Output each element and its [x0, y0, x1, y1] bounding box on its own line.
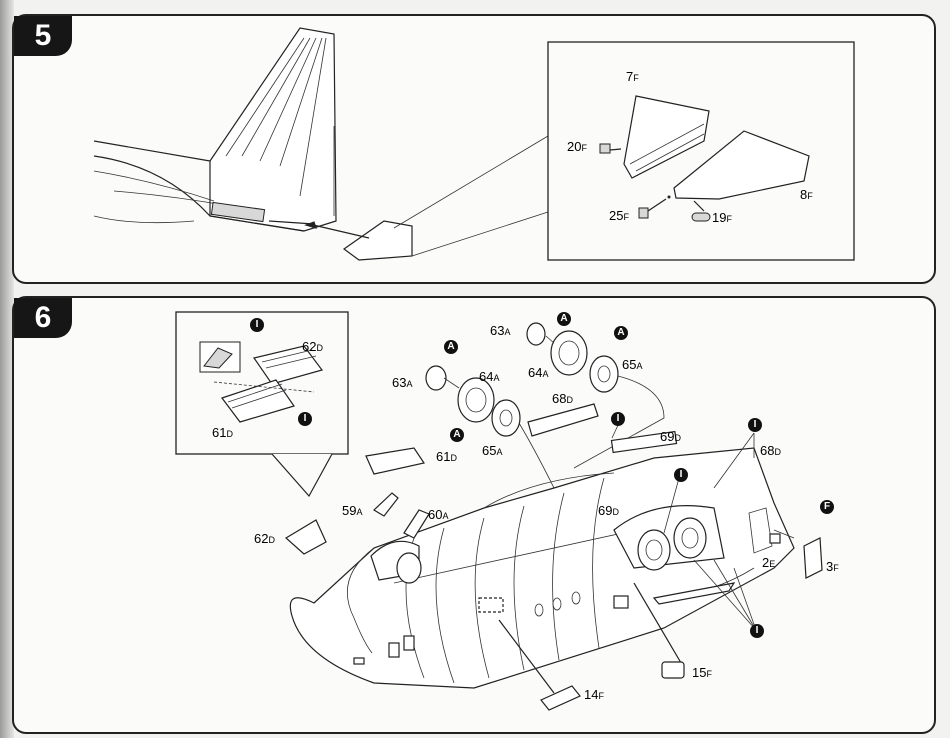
part-label-19f: 19F: [712, 209, 732, 227]
part-20f-shape: [600, 144, 610, 153]
part-14f-shape: [541, 686, 580, 710]
part-59a-shape: [374, 493, 398, 516]
part-label-15f: 15F: [692, 664, 712, 682]
part-label-8f: 8F: [800, 186, 813, 204]
step-5-inset-box: [548, 42, 854, 260]
part-label-68d-mid: 68D: [552, 390, 573, 408]
step-6-inset-box: [176, 312, 348, 454]
panel-62d-main-shape: [286, 520, 326, 554]
panel-61d-main-shape: [366, 448, 424, 474]
part-label-63a-left: 63A: [392, 374, 412, 392]
callout-i-mid: I: [674, 468, 688, 482]
part-label-64a-left: 64A: [479, 368, 499, 386]
part-label-69d-top: 69D: [660, 428, 681, 446]
cowling-68d-shape: [528, 404, 598, 436]
engine-parts-group: [426, 323, 664, 488]
part-label-7f: 7F: [626, 68, 639, 86]
part-label-60a: 60A: [428, 506, 448, 524]
part-label-68d-right: 68D: [760, 442, 781, 460]
callout-a-right-mid: A: [614, 326, 628, 340]
part-label-69d-low: 69D: [598, 502, 619, 520]
callout-i-inset-top: I: [250, 318, 264, 332]
part-label-61d-main: 61D: [436, 448, 457, 466]
part-label-64a-right: 64A: [528, 364, 548, 382]
part-label-2e: 2E: [762, 554, 775, 572]
part-15f-shape: [662, 662, 684, 678]
part-label-63a-right: 63A: [490, 322, 510, 340]
callout-f: F: [820, 500, 834, 514]
step-6-panel: 6: [12, 296, 936, 734]
callout-a-right-top: A: [557, 312, 571, 326]
part-2e-shape: [770, 534, 780, 543]
part-label-25f: 25F: [609, 207, 629, 225]
part-25f-shape: [639, 208, 648, 218]
part-label-20f: 20F: [567, 138, 587, 156]
callout-i-right: I: [748, 418, 762, 432]
part-label-59a: 59A: [342, 502, 362, 520]
callout-i-cowling: I: [611, 412, 625, 426]
callout-a-left-bottom: A: [450, 428, 464, 442]
part-label-62d-inset: 62D: [302, 338, 323, 356]
tail-fin-drawing: [94, 28, 336, 231]
fuselage-drawing: [290, 448, 794, 693]
part-label-3f: 3F: [826, 558, 839, 576]
callout-a-left-top: A: [444, 340, 458, 354]
part-19f-shape: [692, 213, 710, 221]
step-5-drawing: [14, 16, 934, 282]
part-label-62d-main: 62D: [254, 530, 275, 548]
callout-i-bottom: I: [750, 624, 764, 638]
step-6-drawing: [14, 298, 934, 732]
callout-i-inset-bottom: I: [298, 412, 312, 426]
part-label-14f: 14F: [584, 686, 604, 704]
part-label-65a-left: 65A: [482, 442, 502, 460]
step-5-panel: 5: [12, 14, 936, 284]
part-3f-shape: [804, 538, 822, 578]
part-label-61d-inset: 61D: [212, 424, 233, 442]
part-label-65a-right: 65A: [622, 356, 642, 374]
